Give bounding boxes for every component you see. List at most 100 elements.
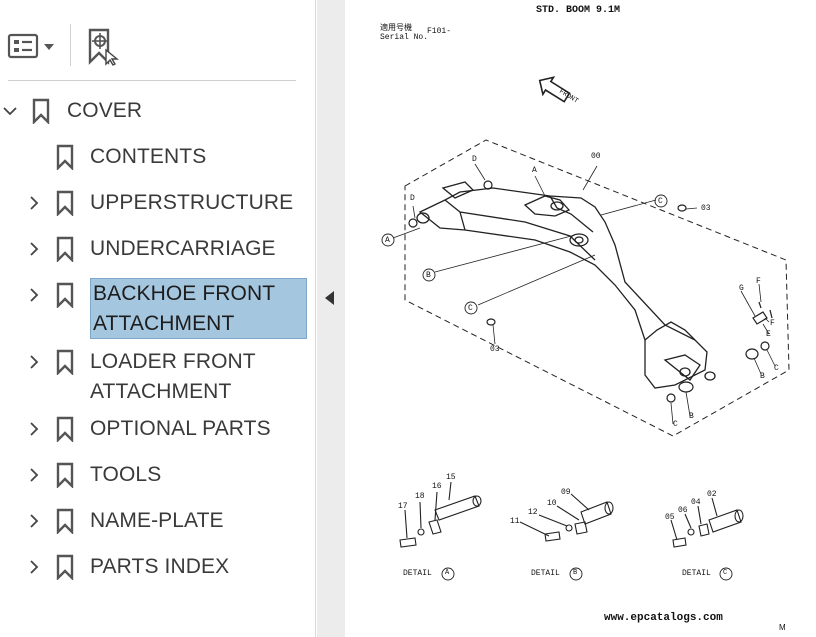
chevron-right-icon[interactable] bbox=[26, 467, 42, 483]
bookmark-icon bbox=[32, 98, 50, 124]
detail-b-part: 11 bbox=[510, 517, 520, 526]
part-label: 03 bbox=[490, 345, 500, 354]
part-label: C bbox=[673, 420, 678, 429]
serial-value: F101- bbox=[427, 27, 452, 36]
part-label: E bbox=[766, 330, 771, 339]
part-label: B bbox=[760, 372, 765, 381]
detail-b-drawing bbox=[519, 493, 614, 542]
callout-circles bbox=[381, 194, 668, 315]
chevron-right-icon[interactable] bbox=[26, 559, 42, 575]
bookmark-options-button[interactable] bbox=[6, 28, 58, 64]
part-label: B bbox=[689, 412, 694, 421]
bookmarks-panel: COVER CONTENTS UPPERSTRUCTURE UNDERCARRIAGE… bbox=[0, 0, 316, 637]
part-label: D bbox=[472, 155, 477, 164]
detail-b-part: 12 bbox=[528, 508, 538, 517]
panel-gutter bbox=[317, 0, 345, 637]
detail-c-drawing bbox=[670, 497, 744, 548]
chevron-down-icon[interactable] bbox=[2, 103, 18, 119]
bookmark-icon bbox=[56, 554, 74, 580]
bookmark-label[interactable]: CONTENTS bbox=[90, 145, 207, 168]
bookmark-label[interactable]: UNDERCARRIAGE bbox=[90, 237, 276, 260]
chevron-right-icon[interactable] bbox=[26, 195, 42, 211]
detail-a-caption: DETAIL bbox=[403, 569, 432, 578]
part-label: 03 bbox=[701, 204, 711, 213]
bookmark-label[interactable]: UPPERSTRUCTURE bbox=[90, 191, 294, 214]
chevron-right-icon[interactable] bbox=[26, 354, 42, 370]
bookmark-label[interactable]: NAME-PLATE bbox=[90, 509, 224, 532]
detail-b-letter: B bbox=[573, 569, 578, 577]
bookmarks-toolbar bbox=[0, 0, 316, 81]
bookmark-item[interactable]: COVER bbox=[0, 95, 316, 127]
detail-b-part: 09 bbox=[561, 488, 571, 497]
boom-body bbox=[416, 181, 716, 389]
bookmark-item[interactable]: NAME-PLATE bbox=[0, 505, 316, 537]
bookmark-item[interactable]: UNDERCARRIAGE bbox=[0, 233, 316, 265]
detail-a-letter: A bbox=[445, 569, 450, 577]
bookmark-label[interactable]: PARTS INDEX bbox=[90, 555, 230, 578]
bookmark-icon bbox=[56, 416, 74, 442]
watermark: www.epcatalogs.com bbox=[604, 612, 723, 624]
bookmark-item[interactable]: BACKHOE FRONT ATTACHMENT bbox=[0, 278, 316, 339]
part-label: F bbox=[770, 319, 775, 328]
detail-a-part: 18 bbox=[415, 492, 425, 501]
chevron-right-icon[interactable] bbox=[26, 421, 42, 437]
detail-c-letter: C bbox=[723, 569, 728, 577]
assembly-outline bbox=[404, 139, 790, 437]
bookmark-label[interactable]: LOADER FRONT ATTACHMENT bbox=[90, 350, 256, 403]
part-label: G bbox=[739, 284, 744, 293]
front-label: FRONT bbox=[557, 88, 579, 106]
front-arrow bbox=[538, 76, 571, 103]
chevron-right-icon[interactable] bbox=[26, 241, 42, 257]
boom-parts-diagram: FRONT bbox=[381, 76, 790, 632]
chevron-right-icon[interactable] bbox=[26, 287, 42, 303]
part-label: D bbox=[410, 194, 415, 203]
bookmark-icon bbox=[56, 236, 74, 262]
chevron-down-icon bbox=[44, 44, 54, 50]
bookmark-label[interactable]: BACKHOE FRONT ATTACHMENT bbox=[90, 278, 307, 339]
add-bookmark-icon bbox=[88, 28, 119, 66]
detail-a-part: 17 bbox=[398, 502, 408, 511]
chevron-right-icon[interactable] bbox=[26, 513, 42, 529]
chevron-left-icon bbox=[325, 291, 334, 305]
detail-c-part: 05 bbox=[665, 513, 675, 522]
detail-b-caption: DETAIL bbox=[531, 569, 560, 578]
bookmark-item[interactable]: LOADER FRONT ATTACHMENT bbox=[0, 346, 316, 406]
bookmark-icon bbox=[56, 282, 74, 308]
part-label: 00 bbox=[591, 152, 601, 161]
detail-a-drawing bbox=[399, 481, 482, 548]
detail-c-part: 06 bbox=[678, 506, 688, 515]
collapse-panel-button[interactable] bbox=[322, 289, 338, 307]
bookmark-icon bbox=[56, 144, 74, 170]
part-label: C bbox=[468, 304, 473, 313]
part-label: A bbox=[532, 166, 537, 175]
leader-lines bbox=[392, 163, 776, 425]
part-label: C bbox=[658, 197, 663, 206]
part-label: B bbox=[426, 271, 431, 280]
applicable-label: 適用号機 bbox=[380, 24, 412, 33]
toolbar-divider bbox=[8, 80, 296, 81]
detail-a-part: 15 bbox=[446, 473, 456, 482]
bookmark-label[interactable]: COVER bbox=[67, 99, 143, 122]
bookmark-item[interactable]: TOOLS bbox=[0, 459, 316, 491]
bookmark-item[interactable]: UPPERSTRUCTURE bbox=[0, 187, 316, 219]
document-page: STD. BOOM 9.1M 適用号機 Serial No. F101- FRO… bbox=[345, 0, 816, 637]
toolbar-separator bbox=[70, 24, 71, 66]
bookmark-label[interactable]: TOOLS bbox=[90, 463, 162, 486]
part-label: F bbox=[756, 277, 761, 286]
serial-label: Serial No. bbox=[380, 33, 429, 42]
detail-a-part: 16 bbox=[432, 482, 442, 491]
bookmark-item[interactable]: PARTS INDEX bbox=[0, 551, 316, 583]
bookmark-label[interactable]: OPTIONAL PARTS bbox=[90, 417, 271, 440]
bookmark-item[interactable]: CONTENTS bbox=[0, 141, 316, 173]
detail-b-part: 10 bbox=[547, 499, 557, 508]
detail-c-part: 04 bbox=[691, 498, 701, 507]
add-bookmark-button[interactable] bbox=[82, 26, 122, 66]
detail-c-part: 02 bbox=[707, 490, 717, 499]
part-label: A bbox=[385, 236, 390, 245]
bookmark-item[interactable]: OPTIONAL PARTS bbox=[0, 413, 316, 445]
part-label: C bbox=[774, 364, 779, 373]
page-title: STD. BOOM 9.1M bbox=[536, 5, 621, 16]
trademark-mark: M bbox=[779, 623, 786, 632]
bookmark-icon bbox=[56, 462, 74, 488]
list-options-icon bbox=[7, 33, 54, 59]
